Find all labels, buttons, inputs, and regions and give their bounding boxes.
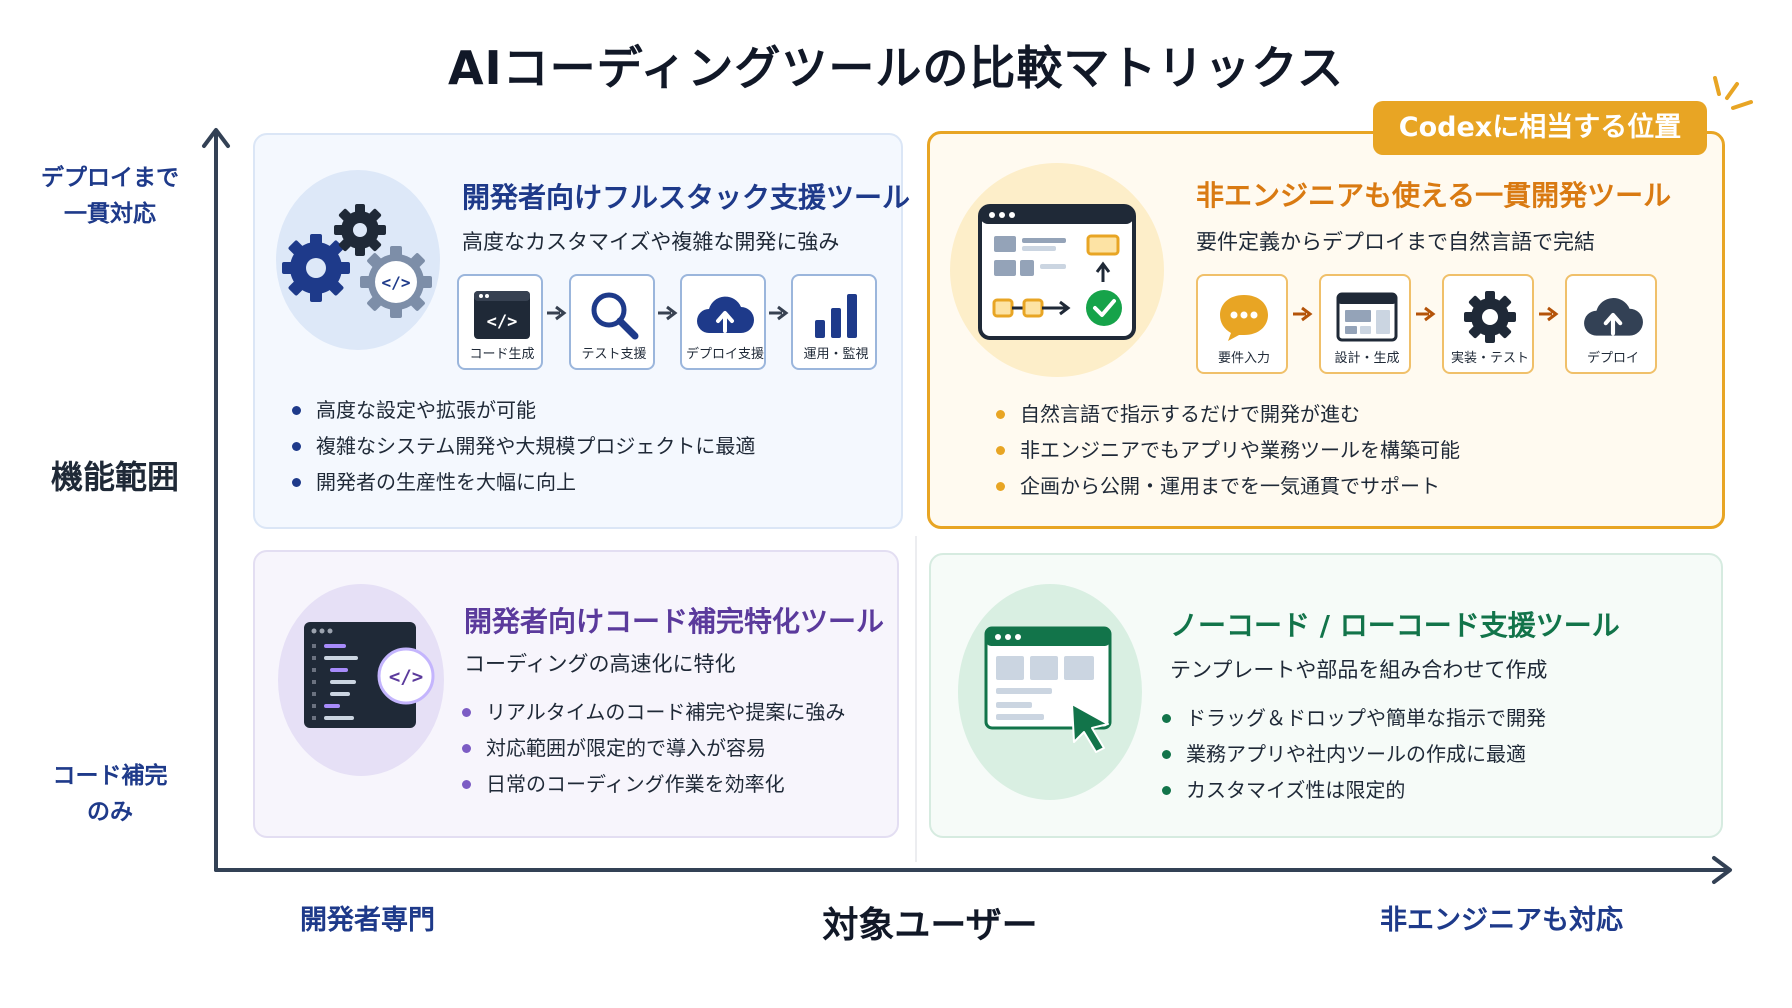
list-item: 企画から公開・運用までを一気通貫でサポート xyxy=(992,468,1460,504)
gears-code-icon: </> xyxy=(282,204,432,318)
quadrant-top-left-subtitle: 高度なカスタマイズや複雑な開発に強み xyxy=(462,230,840,254)
y-axis-bottom-label: コード補完 のみ xyxy=(52,763,168,825)
svg-text:</>: </> xyxy=(389,666,423,688)
list-item: 複雑なシステム開発や大規模プロジェクトに最適 xyxy=(288,428,755,464)
step-test-support: テスト支援 xyxy=(569,274,655,370)
page-title: AIコーディングツールの比較マトリックス xyxy=(447,41,1345,95)
code-editor-icon: </> xyxy=(304,622,435,728)
quadrant-top-right-subtitle: 要件定義からデプロイまで自然言語で完結 xyxy=(1196,230,1595,254)
y-axis-title: 機能範囲 xyxy=(50,458,179,496)
quadrant-bottom-right-subtitle: テンプレートや部品を組み合わせて作成 xyxy=(1170,658,1548,682)
step-implementation-test: 実装・テスト xyxy=(1442,274,1534,374)
step-code-generation: </> コード生成 xyxy=(457,274,543,370)
quadrant-top-right-bullets: 自然言語で指示するだけで開発が進む 非エンジニアでもアプリや業務ツールを構築可能… xyxy=(992,396,1460,504)
quadrant-top-left-title: 開発者向けフルスタック支援ツール xyxy=(462,181,911,214)
quadrant-bottom-left-bullets: リアルタイムのコード補完や提案に強み 対応範囲が限定的で導入が容易 日常のコーデ… xyxy=(458,694,845,802)
step-label: 運用・監視 xyxy=(803,347,869,362)
list-item: 非エンジニアでもアプリや業務ツールを構築可能 xyxy=(992,432,1460,468)
list-item: ドラッグ＆ドロップや簡単な指示で開発 xyxy=(1158,700,1546,736)
step-label: デプロイ xyxy=(1586,351,1639,366)
svg-text:</>: </> xyxy=(487,312,518,332)
sparkle-icon xyxy=(1713,76,1753,110)
step-label: 設計・生成 xyxy=(1334,351,1400,366)
y-axis-top-label: デプロイまで 一貫対応 xyxy=(41,165,179,227)
app-window-cursor-icon xyxy=(984,626,1112,753)
list-item: リアルタイムのコード補完や提案に強み xyxy=(458,694,845,730)
magnifier-icon xyxy=(571,284,657,346)
step-requirement-input: 要件入力 xyxy=(1196,274,1288,374)
quadrant-bottom-left-title: 開発者向けコード補完特化ツール xyxy=(464,605,885,638)
step-deploy: デプロイ xyxy=(1565,274,1657,374)
svg-text:</>: </> xyxy=(382,273,411,292)
quadrant-top-right-title: 非エンジニアも使える一貫開発ツール xyxy=(1196,179,1672,212)
list-item: 開発者の生産性を大幅に向上 xyxy=(288,464,755,500)
step-design-generation: 設計・生成 xyxy=(1319,274,1411,374)
list-item: 自然言語で指示するだけで開発が進む xyxy=(992,396,1460,432)
arrow-right-icon xyxy=(1416,306,1436,322)
chat-bubble-icon xyxy=(1198,286,1290,348)
step-operation-monitoring: 運用・監視 xyxy=(791,274,877,370)
arrow-right-icon xyxy=(547,305,567,321)
quadrant-bottom-right-title: ノーコード / ローコード支援ツール xyxy=(1170,609,1620,642)
app-workflow-check-icon xyxy=(978,204,1136,340)
step-label: 要件入力 xyxy=(1217,351,1270,366)
layout-window-icon xyxy=(1321,286,1413,348)
arrow-right-icon xyxy=(658,305,678,321)
quadrant-bottom-right-bullets: ドラッグ＆ドロップや簡単な指示で開発 業務アプリや社内ツールの作成に最適 カスタ… xyxy=(1158,700,1546,808)
step-label: デプロイ支援 xyxy=(685,347,764,362)
arrow-right-icon xyxy=(1293,306,1313,322)
arrow-right-icon xyxy=(769,305,789,321)
x-axis-right-label: 非エンジニアも対応 xyxy=(1380,905,1623,936)
step-deploy-support: デプロイ支援 xyxy=(680,274,766,370)
quadrant-top-left-bullets: 高度な設定や拡張が可能 複雑なシステム開発や大規模プロジェクトに最適 開発者の生… xyxy=(288,392,755,500)
step-label: 実装・テスト xyxy=(1450,351,1529,366)
step-label: テスト支援 xyxy=(581,347,647,362)
x-axis-left-label: 開発者専門 xyxy=(300,905,435,936)
quadrant-bottom-left-subtitle: コーディングの高速化に特化 xyxy=(464,652,736,676)
cloud-upload-icon xyxy=(1567,286,1659,348)
step-label: コード生成 xyxy=(469,347,535,362)
list-item: カスタマイズ性は限定的 xyxy=(1158,772,1546,808)
list-item: 高度な設定や拡張が可能 xyxy=(288,392,755,428)
arrow-right-icon xyxy=(1539,306,1559,322)
bar-chart-icon xyxy=(793,284,879,346)
cloud-upload-icon xyxy=(682,284,768,346)
list-item: 業務アプリや社内ツールの作成に最適 xyxy=(1158,736,1546,772)
list-item: 対応範囲が限定的で導入が容易 xyxy=(458,730,845,766)
x-axis-title: 対象ユーザー xyxy=(822,905,1038,946)
gear-icon xyxy=(1444,286,1536,348)
codex-position-badge: Codexに相当する位置 xyxy=(1373,101,1707,155)
code-window-icon: </> xyxy=(459,284,545,346)
list-item: 日常のコーディング作業を効率化 xyxy=(458,766,845,802)
